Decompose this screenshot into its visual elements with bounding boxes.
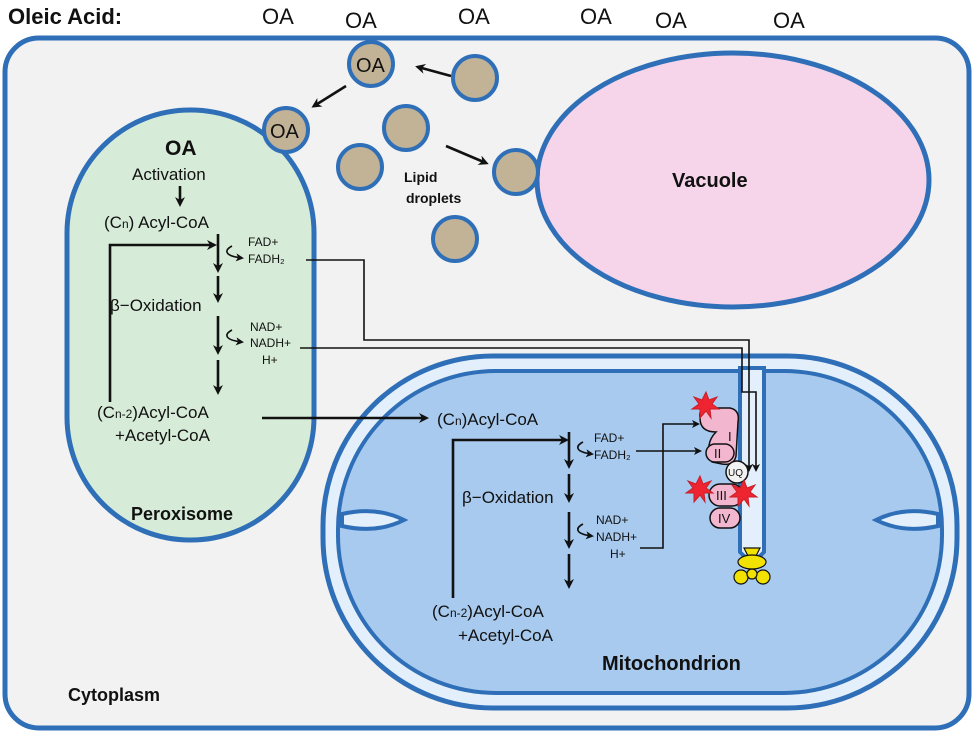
mito-h: H+ [610,547,626,561]
peroxisome-product-acetyl-coa: +Acetyl-CoA [115,426,211,445]
mito-fadh2: FADH₂ [594,448,631,462]
lipid-droplet [382,104,430,152]
oa-molecule: OA [458,4,490,29]
peroxisome [64,107,317,543]
ubiquinone [725,460,749,484]
droplet-oa-label: OA [270,121,300,143]
nad-reduction-arrow [226,329,244,346]
lipid-droplet [336,143,384,191]
complex-iv [709,507,741,529]
mitochondrion-label: Mitochondrion [602,653,741,675]
electron-transport-chain: I II UQ III IV [699,406,749,529]
complex-iv-label: IV [718,511,731,526]
mito-product-acyl-coa: (Cn-2)Acyl-CoA [432,602,544,621]
mito-fad-reduction-arrow [577,441,594,458]
activation-label: Activation [132,165,206,184]
complex-ii [705,443,735,463]
droplet-arrow [415,64,452,78]
damage-star-icon [690,390,721,420]
mito-crista [871,509,940,531]
lipid-droplet [347,40,395,88]
damage-star-icon [684,474,715,504]
mitochondrion: Mitochondrion [320,353,960,711]
droplet-oa-label: OA [356,55,386,77]
peroxisome-beta-oxidation: β−Oxidation [110,296,202,315]
mito-product-acetyl-coa: +Acetyl-CoA [458,626,554,645]
mito-nadh-to-complex-i [640,420,700,549]
peroxisome-acyl-coa-cn: (Cn) Acyl-CoA [104,213,210,232]
oa-molecule: OA [773,8,805,33]
oa-molecule: OA [345,8,377,33]
oa-molecule: OA [580,4,612,29]
nadh-shuttle-line [300,347,760,472]
complex-iii-label: III [716,488,727,503]
oa-molecule: OA [655,8,687,33]
mito-acyl-coa-cn: (Cn)Acyl-CoA [437,410,539,429]
lipid-label: Lipid [404,169,437,185]
mito-recycle-arrow [451,435,569,598]
mito-nad-reduction-arrow [577,523,594,540]
mito-beta-oxidation: β−Oxidation [462,488,554,507]
droplet-arrow [445,144,489,165]
peroxisome-h: H+ [262,353,278,367]
lipid-droplet [451,54,499,102]
lipid-droplets: OA OA Lipid droplets [262,40,540,263]
mito-crista [340,509,409,531]
peroxisome-oa-label: OA [165,137,197,160]
atp-synthase-icon [733,547,771,585]
complex-ii-label: II [714,446,721,461]
complex-i-label: I [728,429,732,444]
peroxisome-fad: FAD+ [248,235,278,249]
peroxisome-nad: NAD+ [250,320,282,334]
lipid-droplet [431,215,479,263]
cytoplasm-label: Cytoplasm [68,685,160,705]
oleic-acid-label: Oleic Acid: [8,4,122,29]
peroxisome-fadh2: FADH₂ [248,252,285,266]
mito-inner-membrane [336,369,944,695]
peroxisome-product-acyl-coa: (Cn-2)Acyl-CoA [97,403,209,422]
fad-reduction-arrow [226,245,244,262]
lipid-droplet [492,148,540,196]
peroxisome-recycle-arrow [108,240,217,402]
fadh2-shuttle-line [306,259,753,472]
lipid-droplet [262,106,310,154]
damage-star-icon [728,478,759,508]
mito-fad: FAD+ [594,431,624,445]
vacuole-label: Vacuole [672,170,748,192]
droplets-label: droplets [406,190,461,206]
peroxisome-label: Peroxisome [131,504,233,524]
oa-molecule: OA [262,4,294,29]
mito-nadh: NADH+ [596,530,637,544]
mito-nad: NAD+ [596,513,628,527]
droplet-arrow [311,84,347,108]
peroxisome-nadh: NADH+ [250,336,291,350]
ubiquinone-label: UQ [728,468,743,479]
